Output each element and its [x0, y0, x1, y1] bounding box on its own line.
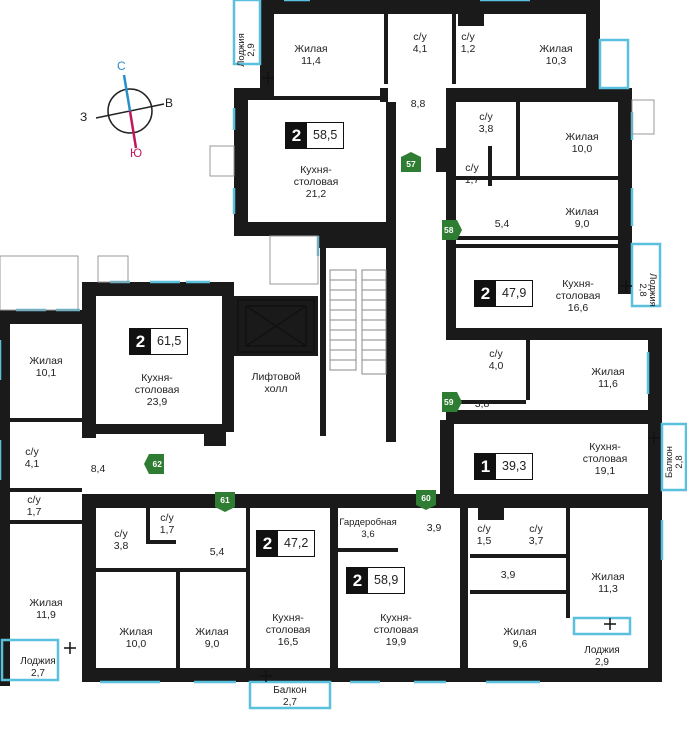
entrance-59[interactable]: 59 — [442, 392, 462, 412]
corridor-area: 5,4 — [209, 546, 225, 558]
corridor-area: 3,8 — [474, 398, 490, 410]
corridor-area: 8,4 — [90, 463, 106, 475]
corridor-area: 5,4 — [494, 218, 510, 230]
corridor-area: 8,8 — [410, 98, 426, 110]
compass-west: З — [80, 110, 88, 124]
plus-markers — [64, 72, 660, 682]
apartment-area: 58,5 — [313, 128, 338, 142]
elevator — [237, 299, 315, 353]
windows — [0, 0, 687, 710]
entrance-61[interactable]: 61 — [215, 492, 235, 512]
rooms-count: 2 — [130, 329, 151, 354]
rooms-count: 1 — [475, 454, 496, 479]
compass-south: Ю — [130, 146, 143, 160]
stairs — [329, 269, 387, 375]
apartment-badge-a1[interactable]: 2 58,5 — [285, 122, 345, 149]
entrance-62[interactable]: 62 — [144, 454, 164, 474]
entrance-60[interactable]: 60 — [416, 490, 436, 510]
apartment-badge-a5[interactable]: 2 47,2 — [256, 530, 316, 557]
entrance-58[interactable]: 58 — [442, 220, 462, 240]
apartment-area: 61,5 — [157, 334, 182, 348]
rooms-count: 2 — [475, 281, 496, 306]
outer-walls — [0, 0, 662, 686]
apartment-badge-a4[interactable]: 1 39,3 — [474, 453, 534, 480]
apartment-badge-a2[interactable]: 2 47,9 — [474, 280, 534, 307]
apartment-badge-a6[interactable]: 2 58,9 — [346, 567, 406, 594]
rooms-count: 2 — [257, 531, 278, 556]
apartment-area: 58,9 — [374, 573, 399, 587]
entrance-57[interactable]: 57 — [401, 152, 421, 172]
corridor-area: 3,9 — [500, 569, 516, 581]
outline-balconies — [0, 99, 655, 311]
rooms-count: 2 — [347, 568, 368, 593]
apartment-badge-a3[interactable]: 2 61,5 — [129, 328, 189, 355]
apartment-area: 47,9 — [502, 286, 527, 300]
compass-east: В — [165, 96, 174, 110]
compass — [95, 74, 165, 149]
apartment-area: 47,2 — [284, 536, 309, 550]
interior-walls — [10, 14, 618, 668]
shaft-vents — [130, 14, 504, 520]
apartment-area: 39,3 — [502, 459, 527, 473]
corridor-area: 3,9 — [426, 522, 442, 534]
compass-north: С — [117, 59, 126, 73]
rooms-count: 2 — [286, 123, 307, 148]
